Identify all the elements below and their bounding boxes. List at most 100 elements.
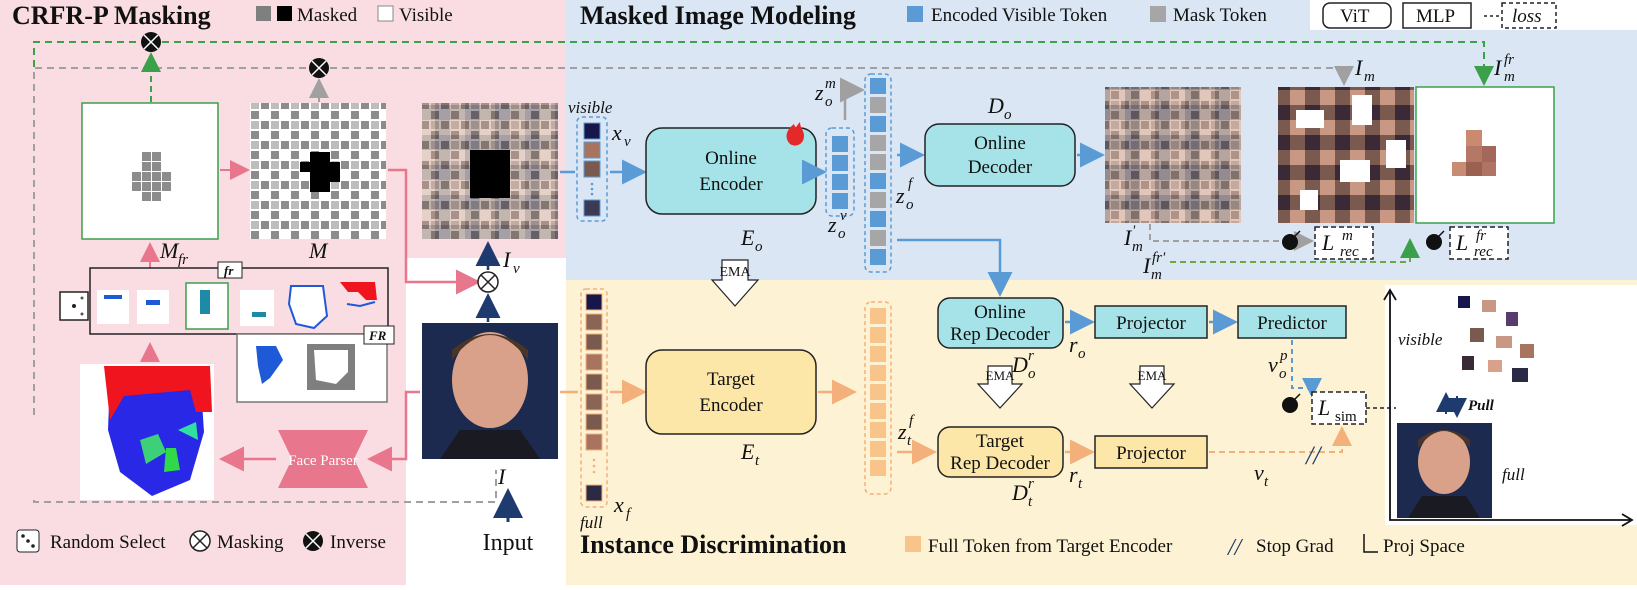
face-parser-label: Face Parser	[288, 453, 358, 469]
iv-subscript: v	[513, 261, 520, 277]
xv-subscript: v	[624, 134, 631, 150]
region-candidates	[89, 261, 395, 403]
ema-encoder-label: EMA	[719, 265, 751, 280]
pull-label: Pull	[1468, 398, 1495, 414]
zv-token-column	[825, 127, 855, 217]
zf-to-repdecoder-arrow	[897, 238, 1013, 297]
mask-token-arrow	[840, 77, 865, 120]
eo-label: E	[740, 225, 755, 250]
inverse-op-icon	[303, 531, 323, 551]
im-prime-label: I	[1123, 225, 1133, 250]
imfr-prime-subscript: m	[1151, 267, 1162, 283]
masking-node-top	[309, 58, 329, 78]
rt-label: r	[1069, 462, 1078, 487]
dtr-superscript: r	[1028, 476, 1034, 492]
lrec-m-subscript: rec	[1340, 244, 1359, 260]
target-rep-decoder-line1: Target	[976, 431, 1025, 452]
im-target-image	[1278, 87, 1414, 223]
mask-token-swatch	[1150, 6, 1166, 22]
input-label: Input	[483, 530, 534, 556]
masked-legend-label: Masked	[297, 5, 358, 26]
proj-axis-arrowhead-x	[1621, 513, 1634, 527]
masking-title: CRFR-P Masking	[12, 1, 211, 30]
bomb-icon-sim	[1282, 393, 1301, 413]
stopgrad-label: Stop Grad	[1256, 536, 1334, 557]
imfr-prime-label: I	[1142, 253, 1152, 278]
xf-subscript: f	[626, 506, 632, 522]
proj-space-label: Proj Space	[1383, 536, 1465, 557]
bomb-icon-rec-m	[1282, 230, 1301, 250]
visible-token-column	[576, 116, 608, 222]
online-decoder-block	[924, 123, 1076, 187]
mask-token-label: Mask Token	[1173, 5, 1267, 26]
mlp-legend-label: MLP	[1416, 6, 1455, 27]
dtr-label: D	[1011, 480, 1028, 505]
im-prime-subscript: m	[1132, 239, 1143, 255]
do-subscript: o	[1004, 107, 1012, 123]
xf-label: x	[613, 492, 624, 517]
proj-visible-label: visible	[1398, 330, 1443, 349]
full-token-column	[580, 288, 608, 508]
full-token-label: Full Token from Target Encoder	[928, 536, 1173, 557]
ema-rep-label: EMA	[986, 368, 1016, 383]
m-to-masking-arrow	[388, 168, 481, 295]
predictor-block	[1237, 305, 1347, 339]
imfr-label: I	[1493, 55, 1503, 80]
stopgrad-mark: //	[1304, 441, 1323, 470]
visible-label: visible	[568, 98, 613, 117]
online-decoder-line1: Online	[974, 133, 1026, 154]
lrec-fr-superscript: fr	[1476, 228, 1486, 244]
lrec-fr-label: L	[1455, 230, 1468, 255]
xv-label: x	[611, 120, 622, 145]
et-subscript: t	[755, 453, 760, 469]
visible-legend-label: Visible	[399, 5, 453, 26]
target-projector-to-lsim-arrow	[1209, 426, 1352, 453]
instance-title: Instance Discrimination	[580, 530, 847, 559]
target-rep-decoder-block	[937, 426, 1064, 478]
full-token-swatch	[905, 536, 921, 552]
ro-subscript: o	[1078, 346, 1086, 362]
vt-subscript: t	[1264, 474, 1269, 490]
zom-superscript: m	[825, 76, 836, 92]
zov-superscript: v	[840, 208, 847, 224]
target-encoder-line1: Target	[707, 369, 756, 390]
mim-title: Masked Image Modeling	[580, 1, 856, 30]
loss-legend-label: loss	[1512, 6, 1542, 27]
online-encoder-line1: Online	[705, 148, 757, 169]
rt-subscript: t	[1078, 476, 1083, 492]
lsim-label: L	[1317, 395, 1330, 420]
online-encoder-line2: Encoder	[699, 174, 763, 195]
m-mask-image	[250, 103, 386, 239]
online-decoder-line2: Decoder	[968, 157, 1033, 178]
target-rep-decoder-line2: Rep Decoder	[950, 453, 1050, 474]
lsim-subscript: sim	[1335, 409, 1357, 425]
mfr-label: M	[159, 238, 180, 263]
m-label: M	[308, 238, 329, 263]
dtr-subscript: t	[1028, 494, 1033, 510]
im-subscript: m	[1364, 69, 1375, 85]
proj-space-axes	[1389, 292, 1630, 521]
et-label: E	[740, 439, 755, 464]
vop-subscript: o	[1279, 366, 1287, 382]
masked-legend-swatch	[256, 6, 292, 21]
zf-token-column	[864, 73, 892, 273]
dor-superscript: r	[1028, 348, 1034, 364]
lrec-m-superscript: m	[1342, 228, 1353, 244]
proj-visible-image	[1452, 292, 1547, 387]
predictor-to-lsim-arrow	[1291, 340, 1322, 398]
fr-tag: fr	[224, 263, 234, 278]
proj-space-icon	[1363, 534, 1378, 553]
output-to-lrec-m-arrow	[1149, 224, 1314, 251]
ema-rep-arrow	[976, 365, 1024, 409]
target-projector-block	[1094, 435, 1208, 469]
proj-full-image	[1397, 423, 1492, 518]
flame-icon	[786, 122, 804, 146]
vop-label: v	[1268, 352, 1278, 377]
zom-subscript: o	[825, 94, 833, 110]
imfr-target-image	[1415, 86, 1555, 224]
ztf-label: z	[897, 419, 907, 444]
output-to-lrec-fr-arrow	[1170, 238, 1420, 263]
online-rep-decoder-line2: Rep Decoder	[950, 324, 1050, 345]
eo-subscript: o	[755, 239, 763, 255]
